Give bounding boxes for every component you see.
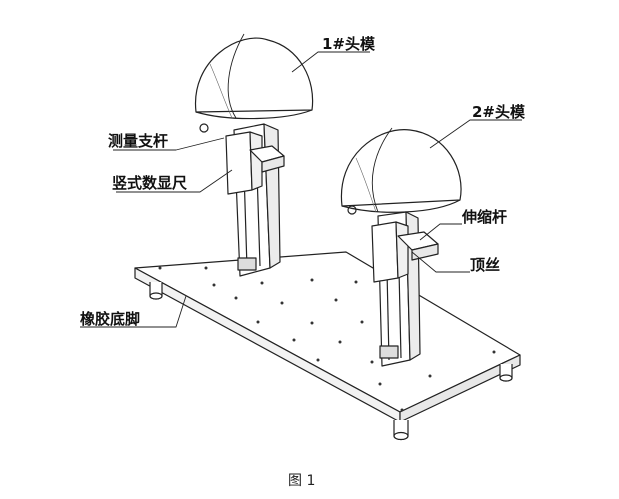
left-column	[199, 123, 285, 277]
label-set-screw: 顶丝	[470, 256, 501, 274]
label-telescopic-rod: 伸缩杆	[462, 208, 508, 226]
rubber-feet	[149, 282, 513, 441]
right-column	[347, 205, 439, 367]
leader-lines	[80, 51, 522, 328]
label-head-mold-2: 2#头模	[472, 103, 526, 121]
figure-caption: 图 1	[288, 473, 316, 489]
head-mold-1	[195, 33, 314, 120]
label-rubber-feet: 橡胶底脚	[80, 310, 141, 328]
label-measuring-rod: 测量支杆	[108, 132, 169, 150]
label-vertical-ruler: 竖式数显尺	[112, 174, 188, 192]
head-mold-2	[340, 127, 462, 213]
baseplate-holes	[158, 260, 496, 412]
label-head-mold-1: 1#头模	[322, 35, 376, 53]
baseplate	[134, 251, 521, 423]
